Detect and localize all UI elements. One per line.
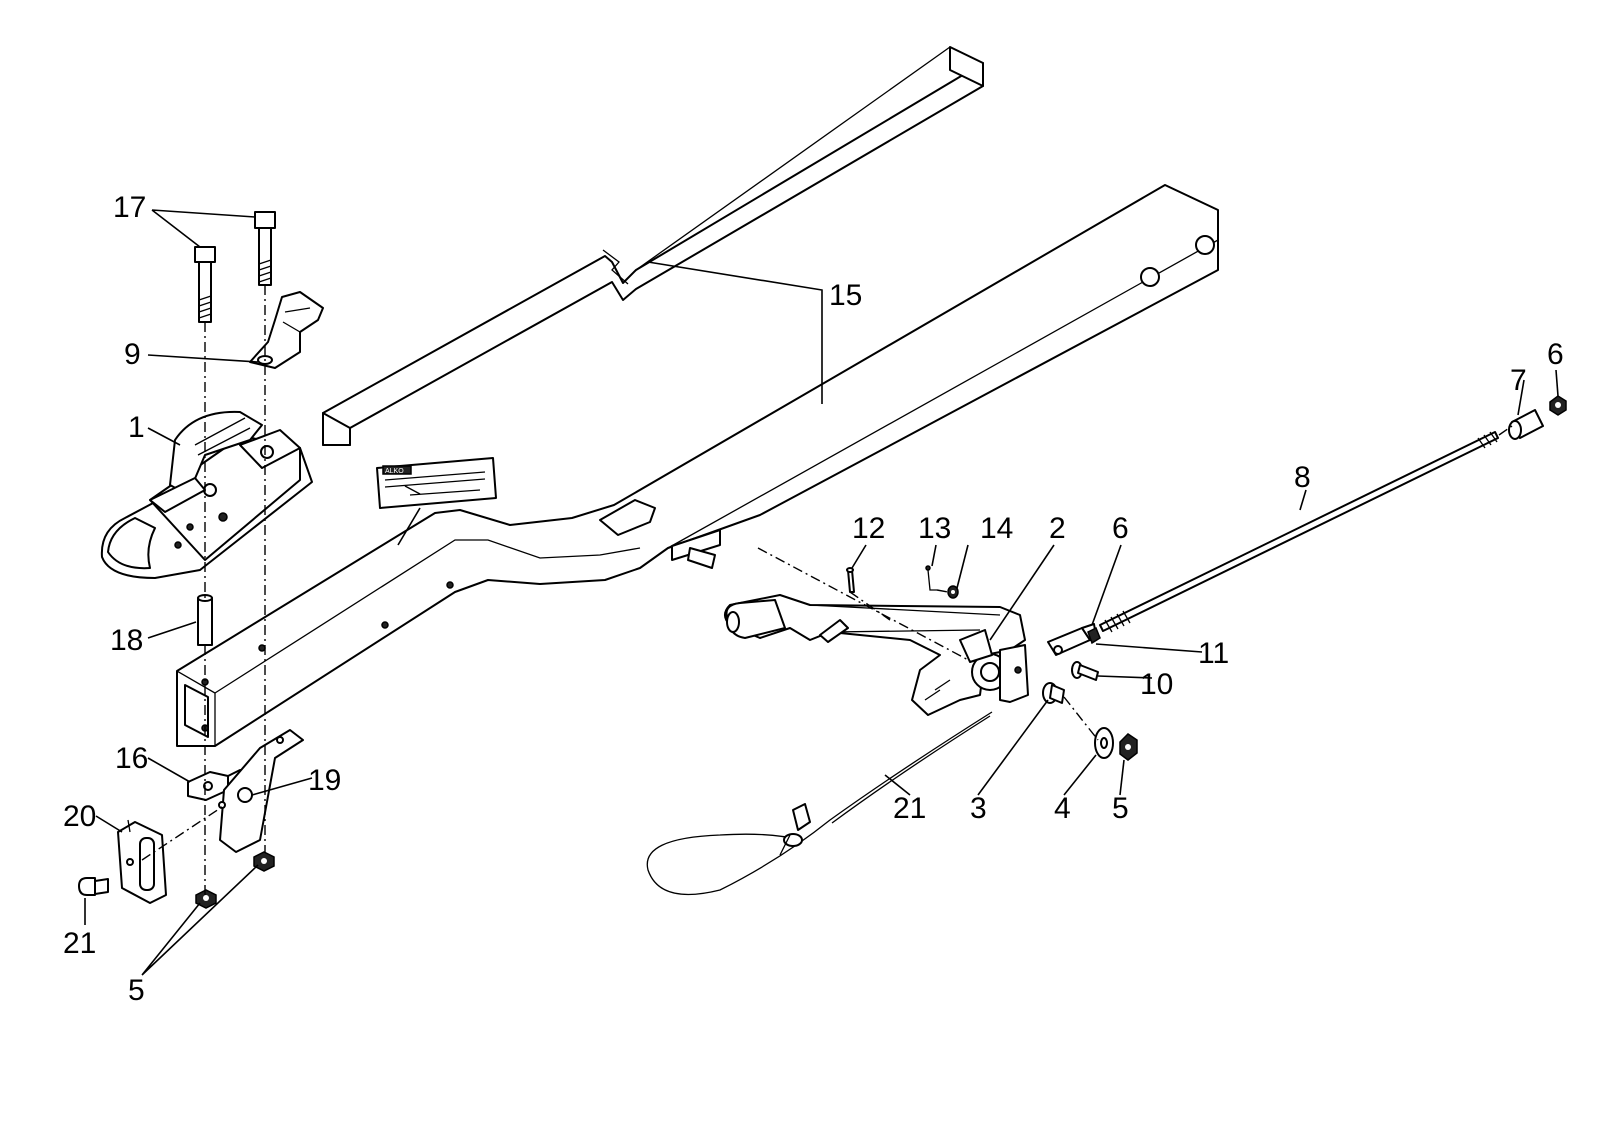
nuts-5-left xyxy=(195,851,275,909)
callout-18: 18 xyxy=(110,624,143,657)
callout-14: 14 xyxy=(980,512,1013,545)
bolt-21-left xyxy=(78,877,109,896)
leader-lines xyxy=(84,209,1559,976)
coupler-7 xyxy=(1508,409,1544,440)
coupling-head xyxy=(100,410,313,579)
bolts-17 xyxy=(194,211,276,323)
callout-19: 19 xyxy=(308,764,341,797)
callout-8: 8 xyxy=(1294,461,1311,494)
callout-17: 17 xyxy=(113,191,146,224)
callout-20: 20 xyxy=(63,800,96,833)
callout-16: 16 xyxy=(115,742,148,775)
washer-14 xyxy=(947,585,959,599)
pin-12 xyxy=(846,567,855,593)
handbrake-lever xyxy=(724,594,1029,716)
callout-12: 12 xyxy=(852,512,885,545)
part-9-handle-plate xyxy=(249,291,324,369)
assembly-centerlines xyxy=(141,285,1513,895)
callout-6-end: 6 xyxy=(1547,338,1564,371)
callout-5-right: 5 xyxy=(1112,792,1129,825)
label-plate: ALKO xyxy=(376,457,497,509)
bolt-10 xyxy=(1071,661,1099,681)
upper-drawbar-tube xyxy=(322,46,984,446)
pin-3 xyxy=(1042,682,1065,704)
breakaway-cable-21 xyxy=(646,711,993,896)
callout-1: 1 xyxy=(128,411,145,444)
spacer-18 xyxy=(197,594,213,646)
bracket-19 xyxy=(218,729,304,853)
callout-9: 9 xyxy=(124,338,141,371)
callout-5-left: 5 xyxy=(128,974,145,1007)
callout-3: 3 xyxy=(970,792,987,825)
plate-20 xyxy=(117,819,167,904)
part-11-adaptor xyxy=(1047,623,1097,656)
callout-7: 7 xyxy=(1510,364,1527,397)
callout-2: 2 xyxy=(1049,512,1066,545)
nut-6-end xyxy=(1549,395,1567,416)
callout-21-right: 21 xyxy=(893,792,926,825)
callout-10: 10 xyxy=(1140,668,1173,701)
label-plate-brand: ALKO xyxy=(385,468,404,475)
callout-4: 4 xyxy=(1054,792,1071,825)
callout-13: 13 xyxy=(918,512,951,545)
callout-numbers: 17 9 1 18 16 19 20 21 5 15 12 13 14 2 6 … xyxy=(63,191,1564,1007)
callout-15: 15 xyxy=(829,279,862,312)
nut-5-right xyxy=(1119,733,1138,761)
callout-11: 11 xyxy=(1198,637,1229,670)
callout-6-mid: 6 xyxy=(1112,512,1129,545)
washer-4 xyxy=(1094,727,1114,759)
main-drawbar xyxy=(176,184,1219,747)
pin-13 xyxy=(925,565,937,591)
brake-rod-8 xyxy=(1087,431,1499,645)
callout-21-left: 21 xyxy=(63,927,96,960)
